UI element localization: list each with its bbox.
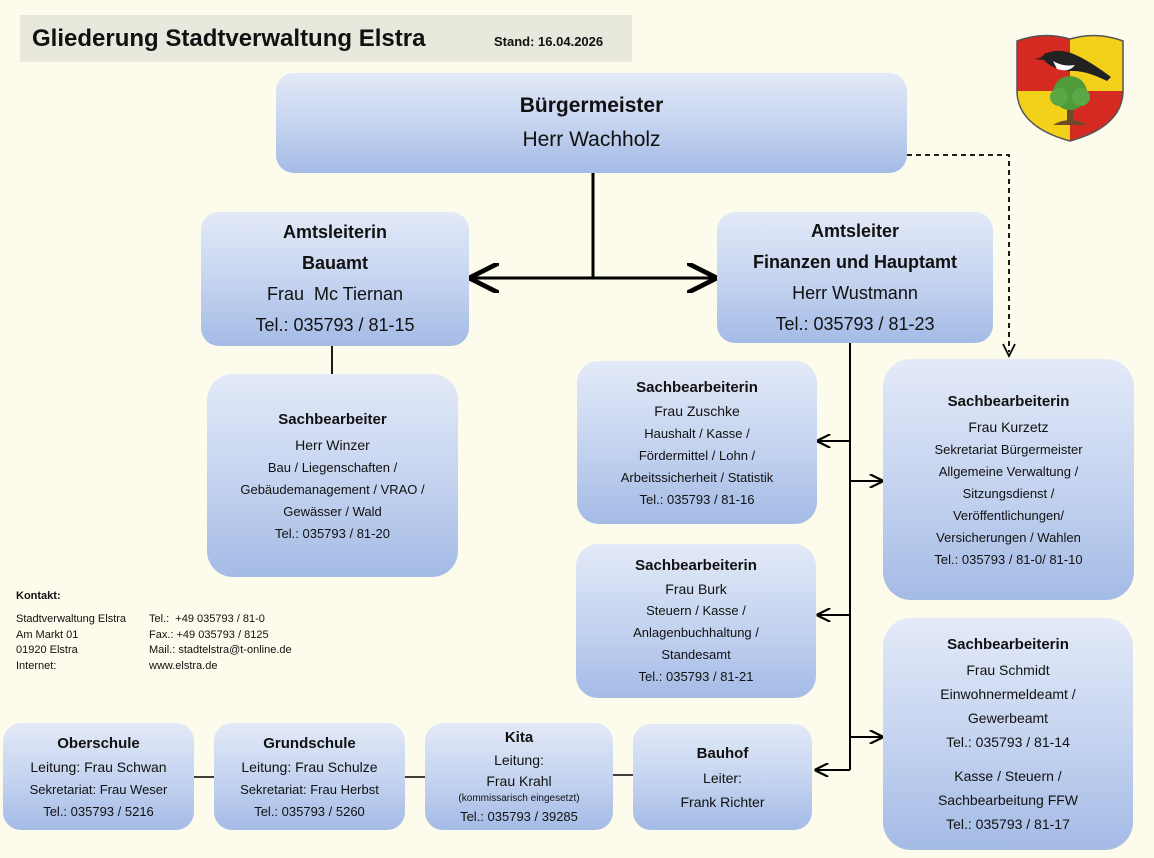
- contact-mail[interactable]: Mail.: stadtelstra@t-online.de: [149, 644, 292, 656]
- grundschule-sekretariat: Sekretariat: Frau Herbst: [240, 781, 379, 797]
- sachbearbeiterin-burk-box: Sachbearbeiterin Frau Burk Steuern / Kas…: [576, 544, 816, 698]
- oberschule-title: Oberschule: [57, 734, 140, 752]
- coat-of-arms-icon: [1016, 34, 1124, 142]
- kita-title: Kita: [504, 728, 534, 746]
- grundschule-leitung: Leitung: Frau Schulze: [241, 758, 378, 775]
- kurzetz-task-5: Versicherungen / Wahlen: [936, 529, 1081, 545]
- kita-note: (kommissarisch eingesetzt): [458, 792, 580, 804]
- amtsleiterin-bauamt-box: Amtsleiterin Bauamt Frau Mc Tiernan Tel.…: [201, 212, 469, 346]
- burk-task-3: Standesamt: [661, 647, 731, 662]
- kurzetz-task-1: Sekretariat Bürgermeister: [934, 441, 1083, 457]
- winzer-task-1: Bau / Liegenschaften /: [267, 459, 398, 475]
- zuschke-task-1: Haushalt / Kasse /: [644, 425, 750, 441]
- contact-heading: Kontakt:: [16, 590, 61, 602]
- bauamt-role: Amtsleiterin: [282, 222, 388, 242]
- bauhof-title: Bauhof: [696, 744, 749, 762]
- zuschke-task-3: Arbeitssicherheit / Statistik: [620, 469, 774, 485]
- page-title: Gliederung Stadtverwaltung Elstra: [32, 25, 426, 52]
- contact-fax: Fax.: +49 035793 / 8125: [149, 628, 269, 641]
- kurzetz-title: Sachbearbeiterin: [947, 392, 1070, 410]
- grundschule-title: Grundschule: [263, 734, 356, 752]
- schmidt-task-1: Einwohnermeldeamt /: [940, 686, 1076, 702]
- zuschke-task-2: Fördermittel / Lohn /: [638, 447, 756, 463]
- burk-title: Sachbearbeiterin: [635, 557, 757, 574]
- sachbearbeiterin-kurzetz-box: Sachbearbeiterin Frau Kurzetz Sekretaria…: [883, 359, 1134, 600]
- schmidt-task-2: Gewerbeamt: [967, 710, 1049, 726]
- contact-address: Stadtverwaltung Elstra Am Markt 01 01920…: [16, 612, 126, 674]
- schmidt-task-3: Kasse / Steuern /: [954, 768, 1062, 784]
- contact-address-line: Am Markt 01: [16, 628, 79, 641]
- zuschke-title: Sachbearbeiterin: [636, 378, 758, 396]
- bauamt-name: Frau Mc Tiernan: [266, 284, 404, 304]
- buergermeister-box: Bürgermeister Herr Wachholz: [276, 73, 907, 173]
- kurzetz-task-4: Veröffentlichungen/: [952, 507, 1065, 523]
- schmidt-tel-2: Tel.: 035793 / 81-17: [946, 816, 1070, 832]
- bauamt-tel: Tel.: 035793 / 81-15: [255, 315, 415, 335]
- oberschule-leitung: Leitung: Frau Schwan: [30, 758, 167, 775]
- kurzetz-name: Frau Kurzetz: [968, 418, 1049, 435]
- finanzen-department: Finanzen und Hauptamt: [753, 251, 957, 272]
- kurzetz-task-3: Sitzungsdienst /: [962, 485, 1055, 501]
- grundschule-box: Grundschule Leitung: Frau Schulze Sekret…: [214, 723, 405, 830]
- burk-tel: Tel.: 035793 / 81-21: [638, 669, 754, 684]
- oberschule-tel: Tel.: 035793 / 5216: [43, 803, 154, 819]
- burk-task-1: Steuern / Kasse /: [646, 603, 746, 618]
- title-bar: Gliederung Stadtverwaltung Elstra Stand:…: [20, 15, 632, 62]
- kita-name: Frau Krahl: [486, 772, 552, 789]
- winzer-task-2: Gebäudemanagement / VRAO /: [240, 481, 425, 497]
- bauamt-department: Bauamt: [301, 253, 368, 273]
- contact-website[interactable]: www.elstra.de: [149, 659, 218, 672]
- sachbearbeiterin-zuschke-box: Sachbearbeiterin Frau Zuschke Haushalt /…: [577, 361, 817, 524]
- date-stand: Stand: 16.04.2026: [494, 34, 604, 49]
- schmidt-name: Frau Schmidt: [966, 662, 1050, 678]
- kita-box: Kita Leitung: Frau Krahl (kommissarisch …: [425, 723, 613, 830]
- finanzen-tel: Tel.: 035793 / 81-23: [775, 313, 935, 334]
- bauhof-leiter: Leiter:: [703, 769, 742, 786]
- bauhof-name: Frank Richter: [680, 793, 765, 810]
- winzer-tel: Tel.: 035793 / 81-20: [275, 525, 390, 541]
- kita-tel: Tel.: 035793 / 39285: [460, 808, 578, 824]
- finanzen-name: Herr Wustmann: [792, 282, 918, 303]
- buergermeister-name: Herr Wachholz: [522, 128, 661, 151]
- winzer-name: Herr Winzer: [295, 436, 370, 453]
- oberschule-box: Oberschule Leitung: Frau Schwan Sekretar…: [3, 723, 194, 830]
- grundschule-tel: Tel.: 035793 / 5260: [254, 803, 365, 819]
- schmidt-tel-1: Tel.: 035793 / 81-14: [946, 734, 1070, 750]
- kurzetz-tel: Tel.: 035793 / 81-0/ 81-10: [934, 551, 1083, 567]
- schmidt-task-4: Sachbearbeitung FFW: [937, 792, 1079, 808]
- contact-address-line: 01920 Elstra: [16, 644, 78, 656]
- contact-address-line: Internet:: [16, 659, 57, 672]
- contact-address-line: Stadtverwaltung Elstra: [16, 613, 127, 625]
- kurzetz-task-2: Allgemeine Verwaltung /: [938, 463, 1079, 479]
- amtsleiter-finanzen-box: Amtsleiter Finanzen und Hauptamt Herr Wu…: [717, 212, 993, 343]
- burk-name: Frau Burk: [665, 581, 727, 597]
- sachbearbeiter-winzer-box: Sachbearbeiter Herr Winzer Bau / Liegens…: [207, 374, 458, 577]
- kita-leitung: Leitung:: [494, 751, 544, 768]
- bauhof-box: Bauhof Leiter: Frank Richter: [633, 724, 812, 830]
- oberschule-sekretariat: Sekretariat: Frau Weser: [29, 781, 168, 797]
- winzer-task-3: Gewässer / Wald: [283, 503, 382, 519]
- sachbearbeiterin-schmidt-box: Sachbearbeiterin Frau Schmidt Einwohnerm…: [883, 618, 1133, 850]
- contact-tel: Tel.: +49 035793 / 81-0: [149, 613, 265, 625]
- burk-task-2: Anlagenbuchhaltung /: [633, 625, 759, 640]
- zuschke-tel: Tel.: 035793 / 81-16: [639, 491, 755, 507]
- winzer-title: Sachbearbeiter: [278, 410, 387, 428]
- zuschke-name: Frau Zuschke: [654, 402, 740, 419]
- schmidt-title: Sachbearbeiterin: [947, 636, 1069, 653]
- finanzen-role: Amtsleiter: [810, 220, 900, 241]
- contact-details: Tel.: +49 035793 / 81-0 Fax.: +49 035793…: [149, 612, 292, 674]
- buergermeister-role: Bürgermeister: [519, 94, 664, 117]
